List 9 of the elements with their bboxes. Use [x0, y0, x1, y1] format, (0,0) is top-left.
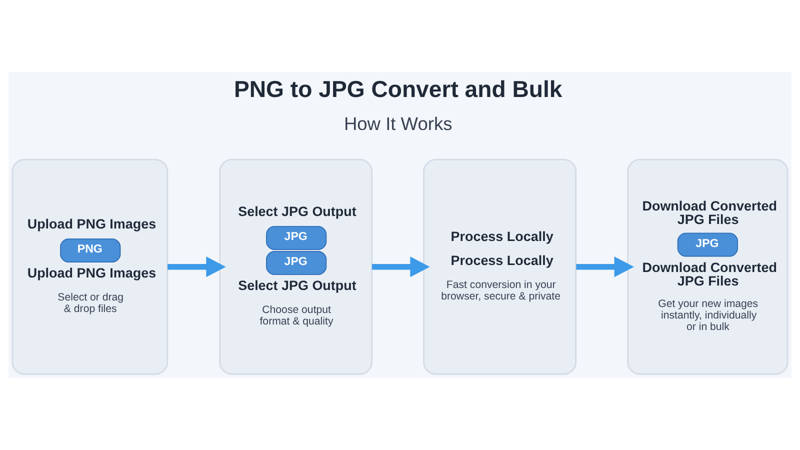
arrow: [576, 256, 634, 278]
label: How It Works: [344, 112, 452, 134]
node-box: Select JPG Output JPG JPG Select JPG Output Choose output format & quality: [219, 158, 373, 375]
node-box: Process Locally Process Locally Fast conversion in your browser, secure & private: [423, 158, 577, 375]
diagram-title: PNG to JPG Convert and Bulk: [234, 76, 562, 102]
node-box: Upload PNG Images PNG Upload PNG Images Select or drag & drop files: [12, 158, 168, 375]
arrow: [168, 256, 226, 278]
node-box: Download Converted JPG Files JPG Download Converted JPG Files Get your new images instantly, individually or in bulk: [627, 158, 788, 375]
arrow: [372, 256, 430, 278]
